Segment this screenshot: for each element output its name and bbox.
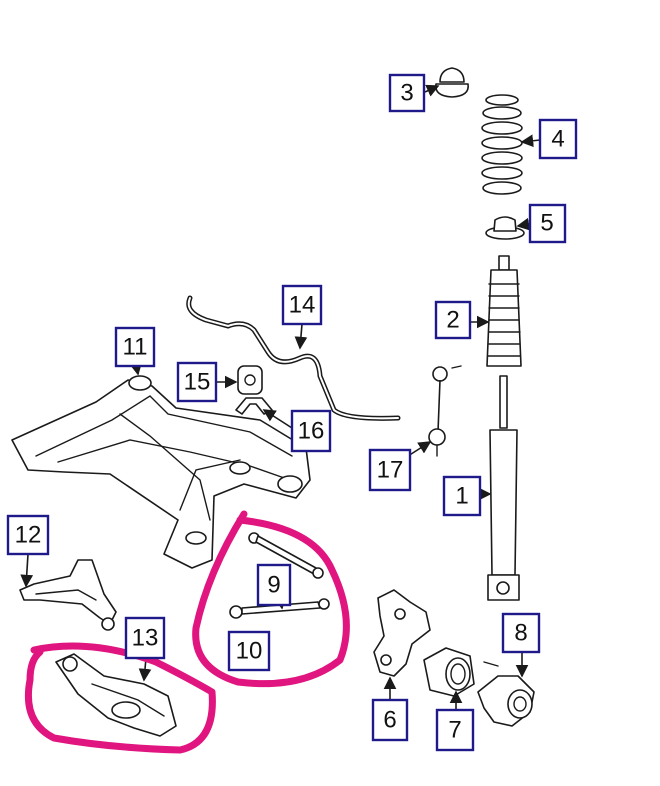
part-15-bushing [237, 365, 263, 395]
part-7-hub-bearing [423, 647, 475, 697]
label-16: 16 [290, 409, 332, 453]
svg-text:7: 7 [448, 717, 461, 744]
label-10: 10 [227, 630, 271, 672]
svg-text:2: 2 [446, 307, 459, 334]
label-12: 12 [6, 514, 50, 556]
part-12-upper-arm [19, 559, 117, 631]
svg-text:8: 8 [514, 620, 527, 647]
part-6-knuckle [373, 589, 431, 677]
svg-text:13: 13 [132, 625, 159, 652]
label-2: 2 [434, 300, 472, 340]
label-15: 15 [176, 361, 218, 403]
label-6: 6 [371, 698, 409, 742]
label-14: 14 [281, 284, 323, 326]
svg-text:3: 3 [400, 80, 413, 107]
part-2-dust-boot [486, 255, 522, 367]
svg-text:4: 4 [551, 126, 564, 153]
label-9: 9 [256, 563, 292, 607]
svg-text:6: 6 [383, 707, 396, 734]
svg-text:1: 1 [455, 483, 468, 510]
part-17-stabilizer-link [428, 365, 462, 457]
label-4: 4 [538, 118, 578, 160]
svg-text:17: 17 [377, 457, 404, 484]
part-14-stabilizer-bar [186, 295, 401, 421]
label-1: 1 [442, 475, 482, 517]
svg-text:15: 15 [184, 369, 211, 396]
label-11: 11 [114, 326, 156, 368]
part-4-coil-spring [481, 94, 523, 195]
svg-text:9: 9 [267, 572, 280, 599]
label-17: 17 [368, 448, 412, 492]
label-7: 7 [435, 708, 475, 752]
part-1-shock-absorber [487, 375, 520, 601]
part-8-hub-assembly [477, 661, 535, 727]
svg-text:16: 16 [298, 418, 325, 445]
part-3-mount-cap [435, 67, 469, 98]
svg-text:12: 12 [15, 522, 42, 549]
svg-text:10: 10 [236, 638, 263, 665]
label-3: 3 [388, 73, 426, 113]
label-13: 13 [124, 616, 166, 660]
part-9-rear-link [248, 532, 324, 579]
part-13-lower-arm [55, 653, 177, 737]
label-8: 8 [501, 612, 541, 654]
svg-text:14: 14 [289, 292, 316, 319]
label-5: 5 [528, 203, 567, 244]
part-5-spring-seat [485, 216, 525, 240]
svg-text:11: 11 [123, 334, 148, 361]
part-11-subframe [11, 375, 311, 569]
svg-text:5: 5 [540, 210, 553, 237]
